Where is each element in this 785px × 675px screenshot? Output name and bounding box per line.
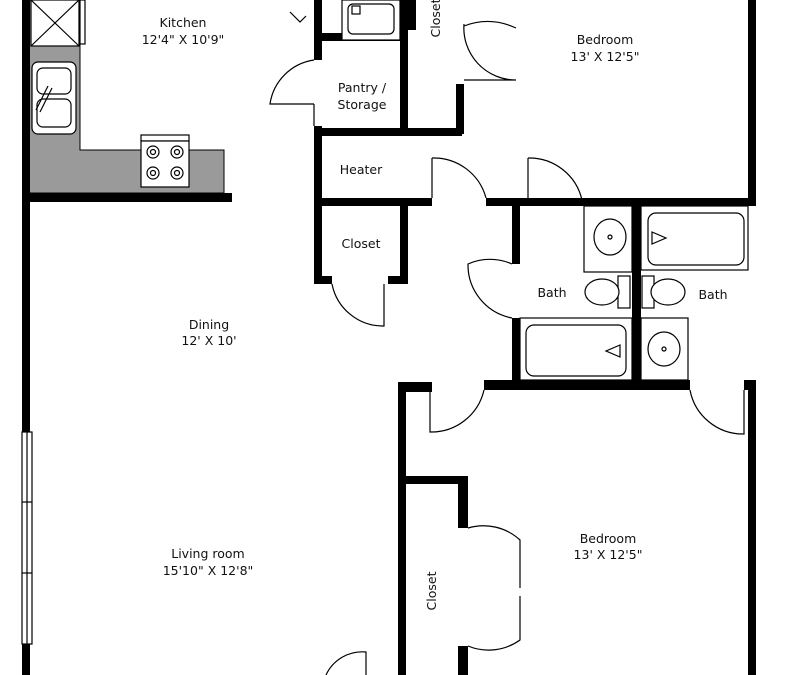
bedroom-bottom-label: Bedroom <box>580 531 637 546</box>
stove <box>140 134 190 188</box>
sink-lower <box>640 317 689 381</box>
window <box>21 431 33 645</box>
bath-right-label: Bath <box>698 287 727 302</box>
closet-bottom-label: Closet <box>424 571 439 610</box>
pantry-label-2: Storage <box>338 97 387 112</box>
tub-lower <box>519 317 633 381</box>
closet-top-label: Closet <box>428 0 443 37</box>
bedroom-top-label: Bedroom <box>577 32 634 47</box>
doors <box>269 11 745 675</box>
living-label: Living room <box>171 546 244 561</box>
kitchen-label: Kitchen <box>160 15 207 30</box>
dining-size: 12' X 10' <box>181 333 236 348</box>
tub-upper <box>640 205 749 271</box>
pantry-label-1: Pantry / <box>338 80 387 95</box>
bath-left-label: Bath <box>537 285 566 300</box>
toilet-left <box>584 275 631 309</box>
living-size: 15'10" X 12'8" <box>163 563 254 578</box>
toilet-right <box>641 275 686 309</box>
kitchen-sink <box>31 61 77 135</box>
closet-hall-label: Closet <box>342 236 381 251</box>
walls <box>22 0 756 675</box>
bath-tub-top <box>341 0 401 41</box>
heater-label: Heater <box>340 162 383 177</box>
bedroom-top-size: 13' X 12'5" <box>571 49 640 64</box>
bedroom-bottom-size: 13' X 12'5" <box>574 547 643 562</box>
sink-upper <box>583 205 633 273</box>
refrigerator <box>30 0 86 47</box>
dining-label: Dining <box>189 317 229 332</box>
kitchen-size: 12'4" X 10'9" <box>142 32 225 47</box>
